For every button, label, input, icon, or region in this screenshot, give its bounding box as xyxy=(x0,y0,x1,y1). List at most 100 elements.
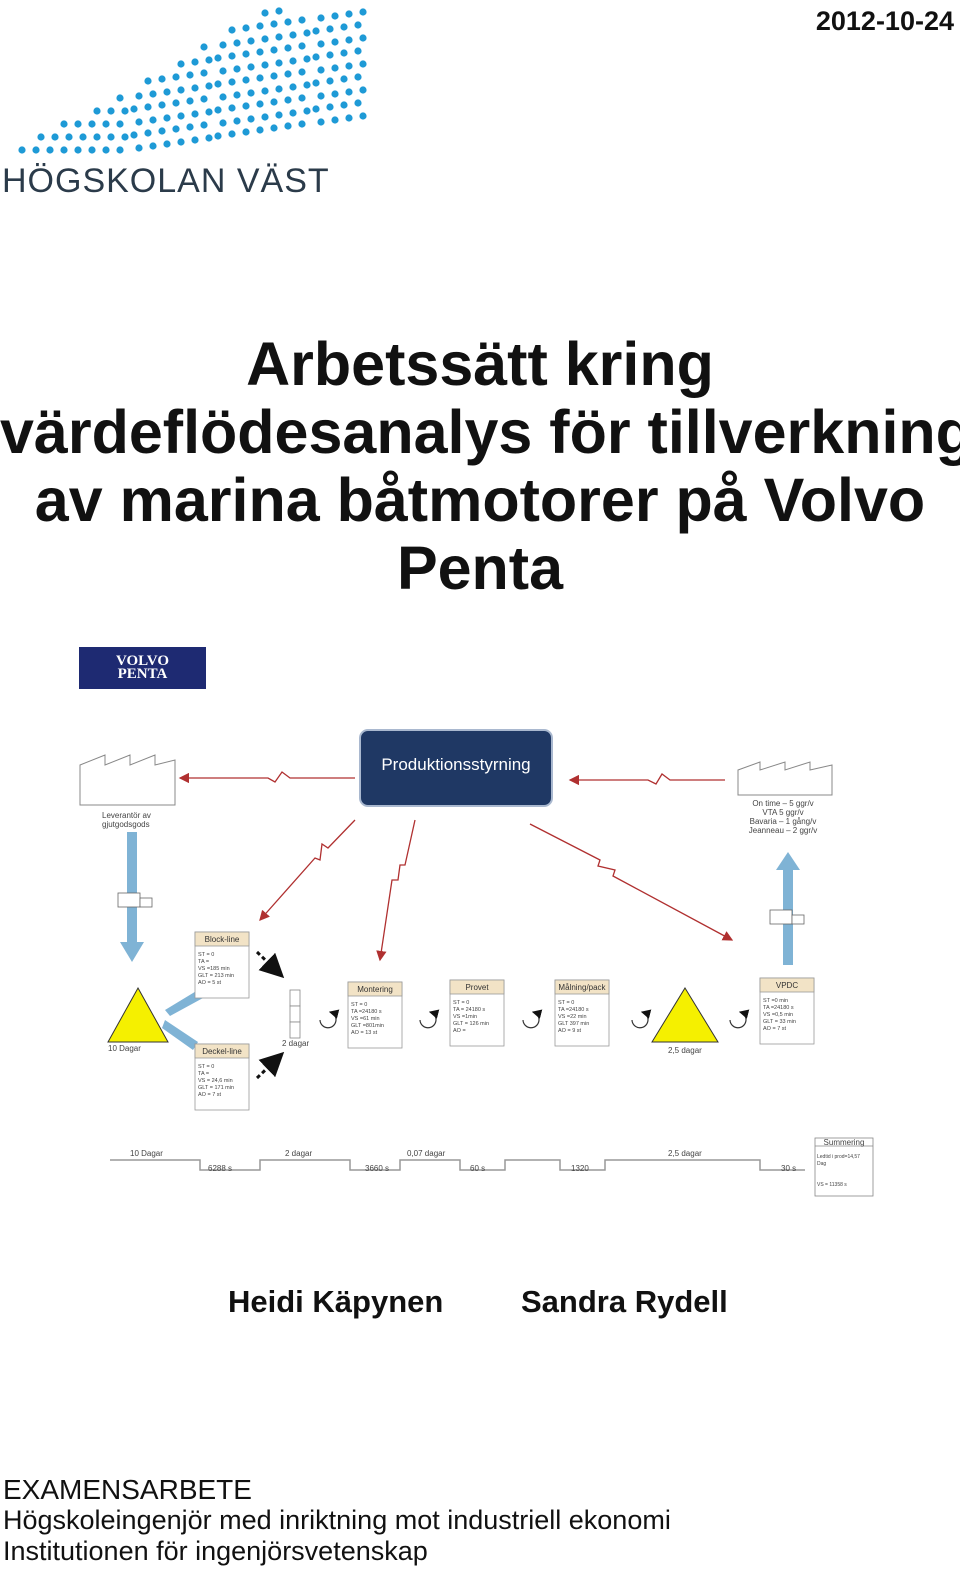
timeline-upper-label: 10 Dagar xyxy=(130,1149,163,1158)
process-metric: ST = 0 xyxy=(558,1000,574,1006)
supplier-factory-icon xyxy=(79,754,176,806)
logo-dot xyxy=(345,88,353,96)
logo-dot xyxy=(275,111,283,119)
logo-dot xyxy=(107,133,115,141)
timeline-lower-label: 30 s xyxy=(781,1164,796,1173)
logo-dot xyxy=(219,41,227,49)
logo-dot xyxy=(256,100,264,108)
logo-dot xyxy=(317,92,325,100)
thesis-type: EXAMENSARBETE xyxy=(3,1474,252,1505)
logo-dot xyxy=(289,109,297,117)
logo-dot xyxy=(275,85,283,93)
institution-logo-text: HÖGSKOLAN VÄST xyxy=(2,162,330,200)
supplier-label-2: gjutgodsgods xyxy=(102,820,150,829)
logo-dot xyxy=(298,16,306,24)
logo-dot xyxy=(191,110,199,118)
timeline-lower-label: 1320 xyxy=(571,1164,589,1173)
logo-dot xyxy=(326,25,334,33)
logo-dot xyxy=(242,102,250,110)
logo-dot xyxy=(149,116,157,124)
process-metric: ST = 0 xyxy=(198,952,214,958)
logo-dot xyxy=(158,101,166,109)
process-metric: ST = 0 xyxy=(453,1000,469,1006)
logo-dot xyxy=(256,48,264,56)
logo-dot xyxy=(317,118,325,126)
logo-dot xyxy=(275,59,283,67)
logo-dot xyxy=(359,86,367,94)
logo-dot xyxy=(172,99,180,107)
logo-dot xyxy=(102,146,110,154)
logo-dot xyxy=(163,88,171,96)
logo-dot xyxy=(354,73,362,81)
customer-note: Jeanneau – 2 ggr/v xyxy=(749,826,818,835)
process-metric: GLT = 33 min xyxy=(763,1019,796,1025)
process-metric: TA =24180 s xyxy=(351,1009,382,1015)
information-flow-arrows xyxy=(178,771,734,962)
logo-dot xyxy=(135,144,143,152)
inventory-label: 2 dagar xyxy=(282,1039,309,1048)
logo-dot xyxy=(144,129,152,137)
logo-dot xyxy=(359,34,367,42)
process-metric: TA = xyxy=(198,1071,209,1077)
process-metric: GLT =801min xyxy=(351,1023,384,1029)
logo-dot xyxy=(256,126,264,134)
logo-dot xyxy=(284,70,292,78)
logo-dot xyxy=(200,95,208,103)
logo-dot xyxy=(121,133,129,141)
truck-icon xyxy=(117,892,805,925)
process-metric: VS =1min xyxy=(453,1014,477,1020)
process-metric: TA = 24180 s xyxy=(453,1007,485,1013)
timeline-lower-label: 3660 s xyxy=(365,1164,389,1173)
volvo-penta-logo: VOLVO PENTA xyxy=(79,647,206,689)
logo-dot xyxy=(214,106,222,114)
inventory-label: 2,5 dagar xyxy=(668,1046,702,1055)
logo-dot xyxy=(177,112,185,120)
logo-dot xyxy=(298,94,306,102)
logo-dot xyxy=(172,125,180,133)
logo-dot xyxy=(219,93,227,101)
logo-dot xyxy=(200,69,208,77)
title-line-1: Arbetssätt kring xyxy=(246,330,714,398)
logo-dot xyxy=(275,7,283,15)
logo-dot xyxy=(303,29,311,37)
logo-dot xyxy=(261,9,269,17)
logo-dot xyxy=(228,130,236,138)
summary-title: Summering xyxy=(824,1138,865,1147)
logo-dot xyxy=(359,112,367,120)
process-metric: GLT = 171 min xyxy=(198,1085,234,1091)
logo-dot xyxy=(205,82,213,90)
timeline-upper-label: 2,5 dagar xyxy=(668,1149,702,1158)
logo-dot xyxy=(270,72,278,80)
process-metric: AO = 9 st xyxy=(558,1028,582,1034)
logo-dot xyxy=(107,107,115,115)
logo-dot xyxy=(228,26,236,34)
logo-dot xyxy=(247,89,255,97)
logo-dot xyxy=(74,146,82,154)
logo-dot xyxy=(214,54,222,62)
process-metric: VS =185 min xyxy=(198,966,230,972)
logo-dot xyxy=(205,134,213,142)
logo-dot xyxy=(256,22,264,30)
logo-dot xyxy=(289,31,297,39)
logo-dot xyxy=(270,46,278,54)
logo-dot xyxy=(354,21,362,29)
inventory-label: 10 Dagar xyxy=(108,1044,141,1053)
title-line-2: värdeflödesanalys för tillverkning xyxy=(0,398,960,466)
logo-dot xyxy=(340,23,348,31)
process-name: Provet xyxy=(465,983,489,992)
supplier-label: Leverantör av xyxy=(102,811,151,820)
logo-dot xyxy=(312,53,320,61)
customer-factory-icon xyxy=(737,761,833,796)
process-metric: AO = 7 st xyxy=(198,1092,222,1098)
logo-dot xyxy=(177,86,185,94)
logo-dot xyxy=(200,121,208,129)
logo-dot xyxy=(233,39,241,47)
department-name: Institutionen för ingenjörsvetenskap xyxy=(3,1536,428,1566)
logo-dot xyxy=(340,49,348,57)
logo-dot xyxy=(233,91,241,99)
logo-dot xyxy=(317,40,325,48)
logo-dot xyxy=(79,133,87,141)
timeline-line xyxy=(110,1159,805,1171)
logo-dot xyxy=(18,146,26,154)
